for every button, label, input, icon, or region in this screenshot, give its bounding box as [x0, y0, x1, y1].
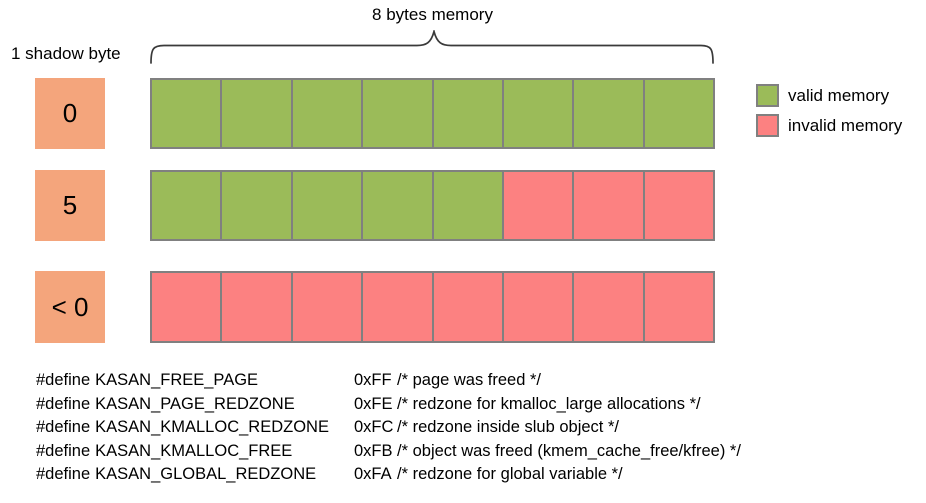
brace-icon: [150, 30, 714, 64]
shadow-byte-label: 1 shadow byte: [11, 44, 121, 63]
define-comment: /* page was freed */: [397, 371, 542, 389]
memory-cells-row: [150, 170, 715, 241]
define-value: 0xFF: [354, 371, 392, 389]
define-name: KASAN_KMALLOC_FREE: [95, 441, 293, 460]
define-directive: #define: [36, 418, 91, 437]
memory-cell-valid: [433, 172, 504, 239]
memory-cell-invalid: [503, 172, 575, 239]
shadow-value-box: 0: [35, 78, 105, 149]
memory-cell-invalid: [152, 273, 223, 341]
memory-cells-row: [150, 78, 715, 149]
define-value: 0xFA: [354, 465, 392, 484]
memory-cell-valid: [222, 172, 293, 239]
memory-cell-valid: [363, 80, 434, 147]
define-name: KASAN_KMALLOC_REDZONE: [95, 418, 329, 437]
memory-row-negative: < 0: [0, 271, 926, 343]
define-comment: /* object was freed (kmem_cache_free/kfr…: [397, 441, 741, 460]
memory-cell-invalid: [574, 172, 645, 239]
define-directive: #define: [36, 441, 91, 460]
memory-cell-valid: [152, 80, 223, 147]
define-comment: /* redzone for global variable */: [397, 465, 623, 484]
memory-row-5: 5: [0, 170, 926, 241]
memory-cell-invalid: [292, 273, 364, 341]
memory-cell-invalid: [222, 273, 293, 341]
legend-label: invalid memory: [788, 115, 903, 135]
invalid-memory-swatch-icon: [756, 114, 779, 137]
define-directive: #define: [36, 465, 91, 484]
define-name: KASAN_FREE_PAGE: [95, 371, 259, 389]
memory-cell-invalid: [433, 273, 504, 341]
memory-cells-row: [150, 271, 715, 343]
define-value: 0xFE: [354, 394, 393, 413]
define-directive: #define: [36, 371, 91, 389]
define-comment: /* redzone inside slub object */: [397, 418, 619, 437]
memory-cell-invalid: [574, 273, 645, 341]
memory-cell-valid: [222, 80, 293, 147]
memory-cell-invalid: [363, 273, 434, 341]
valid-memory-swatch-icon: [756, 84, 779, 107]
define-name: KASAN_GLOBAL_REDZONE: [95, 465, 317, 484]
define-name: KASAN_PAGE_REDZONE: [95, 394, 295, 413]
memory-cell-valid: [363, 172, 434, 239]
memory-cell-valid: [292, 80, 364, 147]
define-comment: /* redzone for kmalloc_large allocations…: [397, 394, 701, 413]
memory-cell-invalid: [503, 273, 575, 341]
legend-item-valid: valid memory: [756, 84, 902, 107]
memory-cell-valid: [433, 80, 504, 147]
memory-cell-invalid: [644, 172, 713, 239]
legend-label: valid memory: [788, 85, 890, 105]
shadow-value-box: 5: [35, 170, 105, 241]
memory-cell-valid: [292, 172, 364, 239]
legend: valid memory invalid memory: [756, 84, 902, 137]
legend-item-invalid: invalid memory: [756, 114, 902, 137]
define-value: 0xFC: [354, 418, 394, 437]
memory-cell-valid: [644, 80, 713, 147]
memory-cell-valid: [152, 172, 223, 239]
shadow-value-box: < 0: [35, 271, 105, 343]
memory-row-0: 0: [0, 78, 926, 149]
define-directive: #define: [36, 394, 91, 413]
memory-cell-invalid: [644, 273, 713, 341]
memory-cell-valid: [503, 80, 575, 147]
memory-bytes-title: 8 bytes memory: [372, 5, 493, 24]
define-value: 0xFB: [354, 441, 393, 460]
memory-cell-valid: [574, 80, 645, 147]
